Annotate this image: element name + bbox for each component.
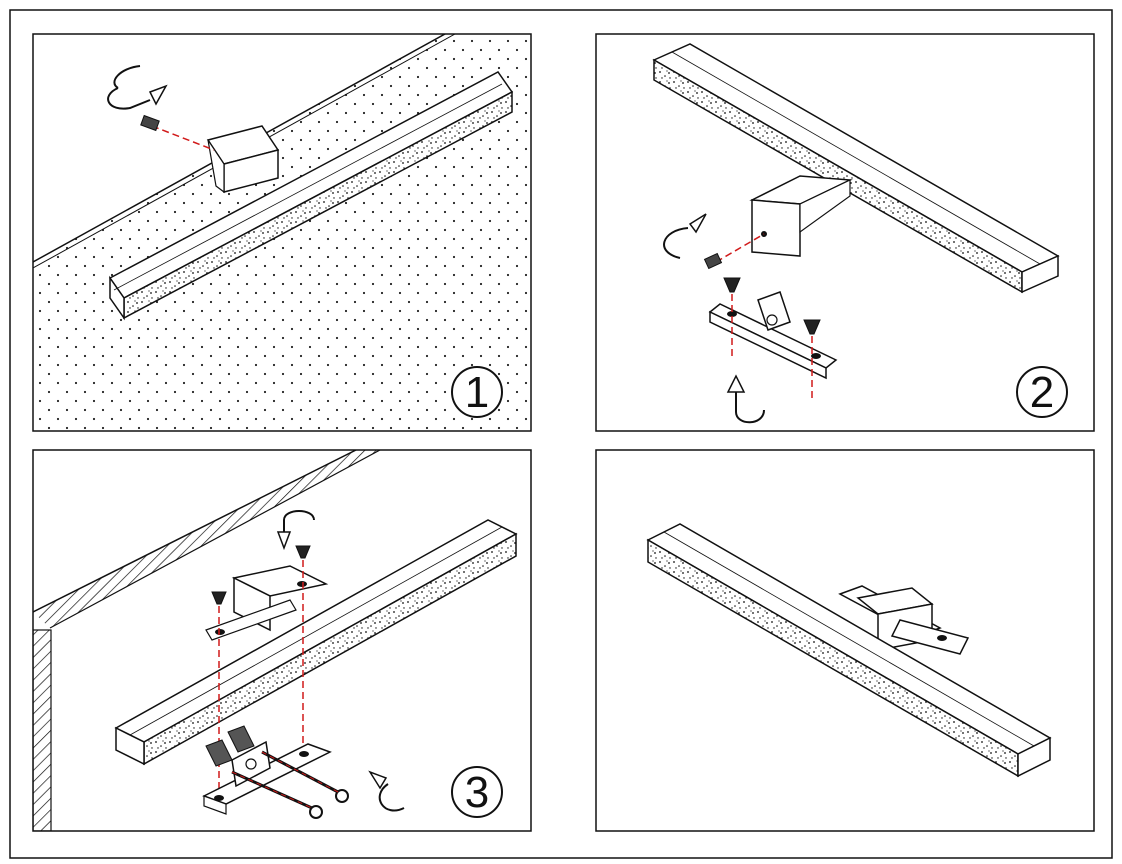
- panel-step-2: 2: [595, 33, 1095, 432]
- mounting-screw: [211, 591, 227, 605]
- mounting-bracket: [205, 565, 329, 641]
- wall-plug: [227, 725, 255, 753]
- wall-section-top: [33, 450, 380, 628]
- wall-plug: [205, 739, 233, 767]
- rotate-arrow-icon: [663, 213, 707, 259]
- panel-result: [595, 449, 1095, 832]
- mounting-bracket: [838, 585, 970, 655]
- step-number: 3: [465, 768, 489, 817]
- wall-plate: [708, 291, 838, 380]
- alignment-guide: [151, 125, 215, 151]
- step-number: 2: [1030, 368, 1054, 417]
- mounting-bracket: [206, 125, 280, 194]
- rotate-arrow-icon: [368, 770, 405, 812]
- panel-step-1: 1: [32, 33, 532, 432]
- wall-screw: [261, 750, 349, 803]
- rotate-arrow-icon: [107, 65, 168, 110]
- set-screw: [140, 114, 160, 132]
- step-number-badge: 1: [451, 366, 503, 418]
- alignment-guide: [231, 771, 313, 809]
- mounting-screw: [295, 545, 311, 559]
- panel-step-3: 3: [32, 449, 532, 832]
- step-number-badge: 2: [1016, 366, 1068, 418]
- alignment-guide: [715, 233, 765, 263]
- mounting-screw: [803, 319, 821, 335]
- set-screw: [703, 252, 723, 270]
- wall-section-side: [33, 629, 52, 831]
- step-number: 1: [465, 368, 489, 417]
- led-light-bar: [652, 43, 1060, 294]
- mounting-screw: [723, 277, 741, 293]
- rotate-arrow-icon: [726, 374, 765, 424]
- led-light-bar: [108, 71, 514, 321]
- mounting-bracket: [749, 175, 853, 257]
- led-light-bar: [646, 523, 1052, 778]
- led-light-bar: [114, 519, 518, 766]
- step-number-badge: 3: [451, 766, 503, 818]
- rotate-arrow-icon: [276, 510, 315, 551]
